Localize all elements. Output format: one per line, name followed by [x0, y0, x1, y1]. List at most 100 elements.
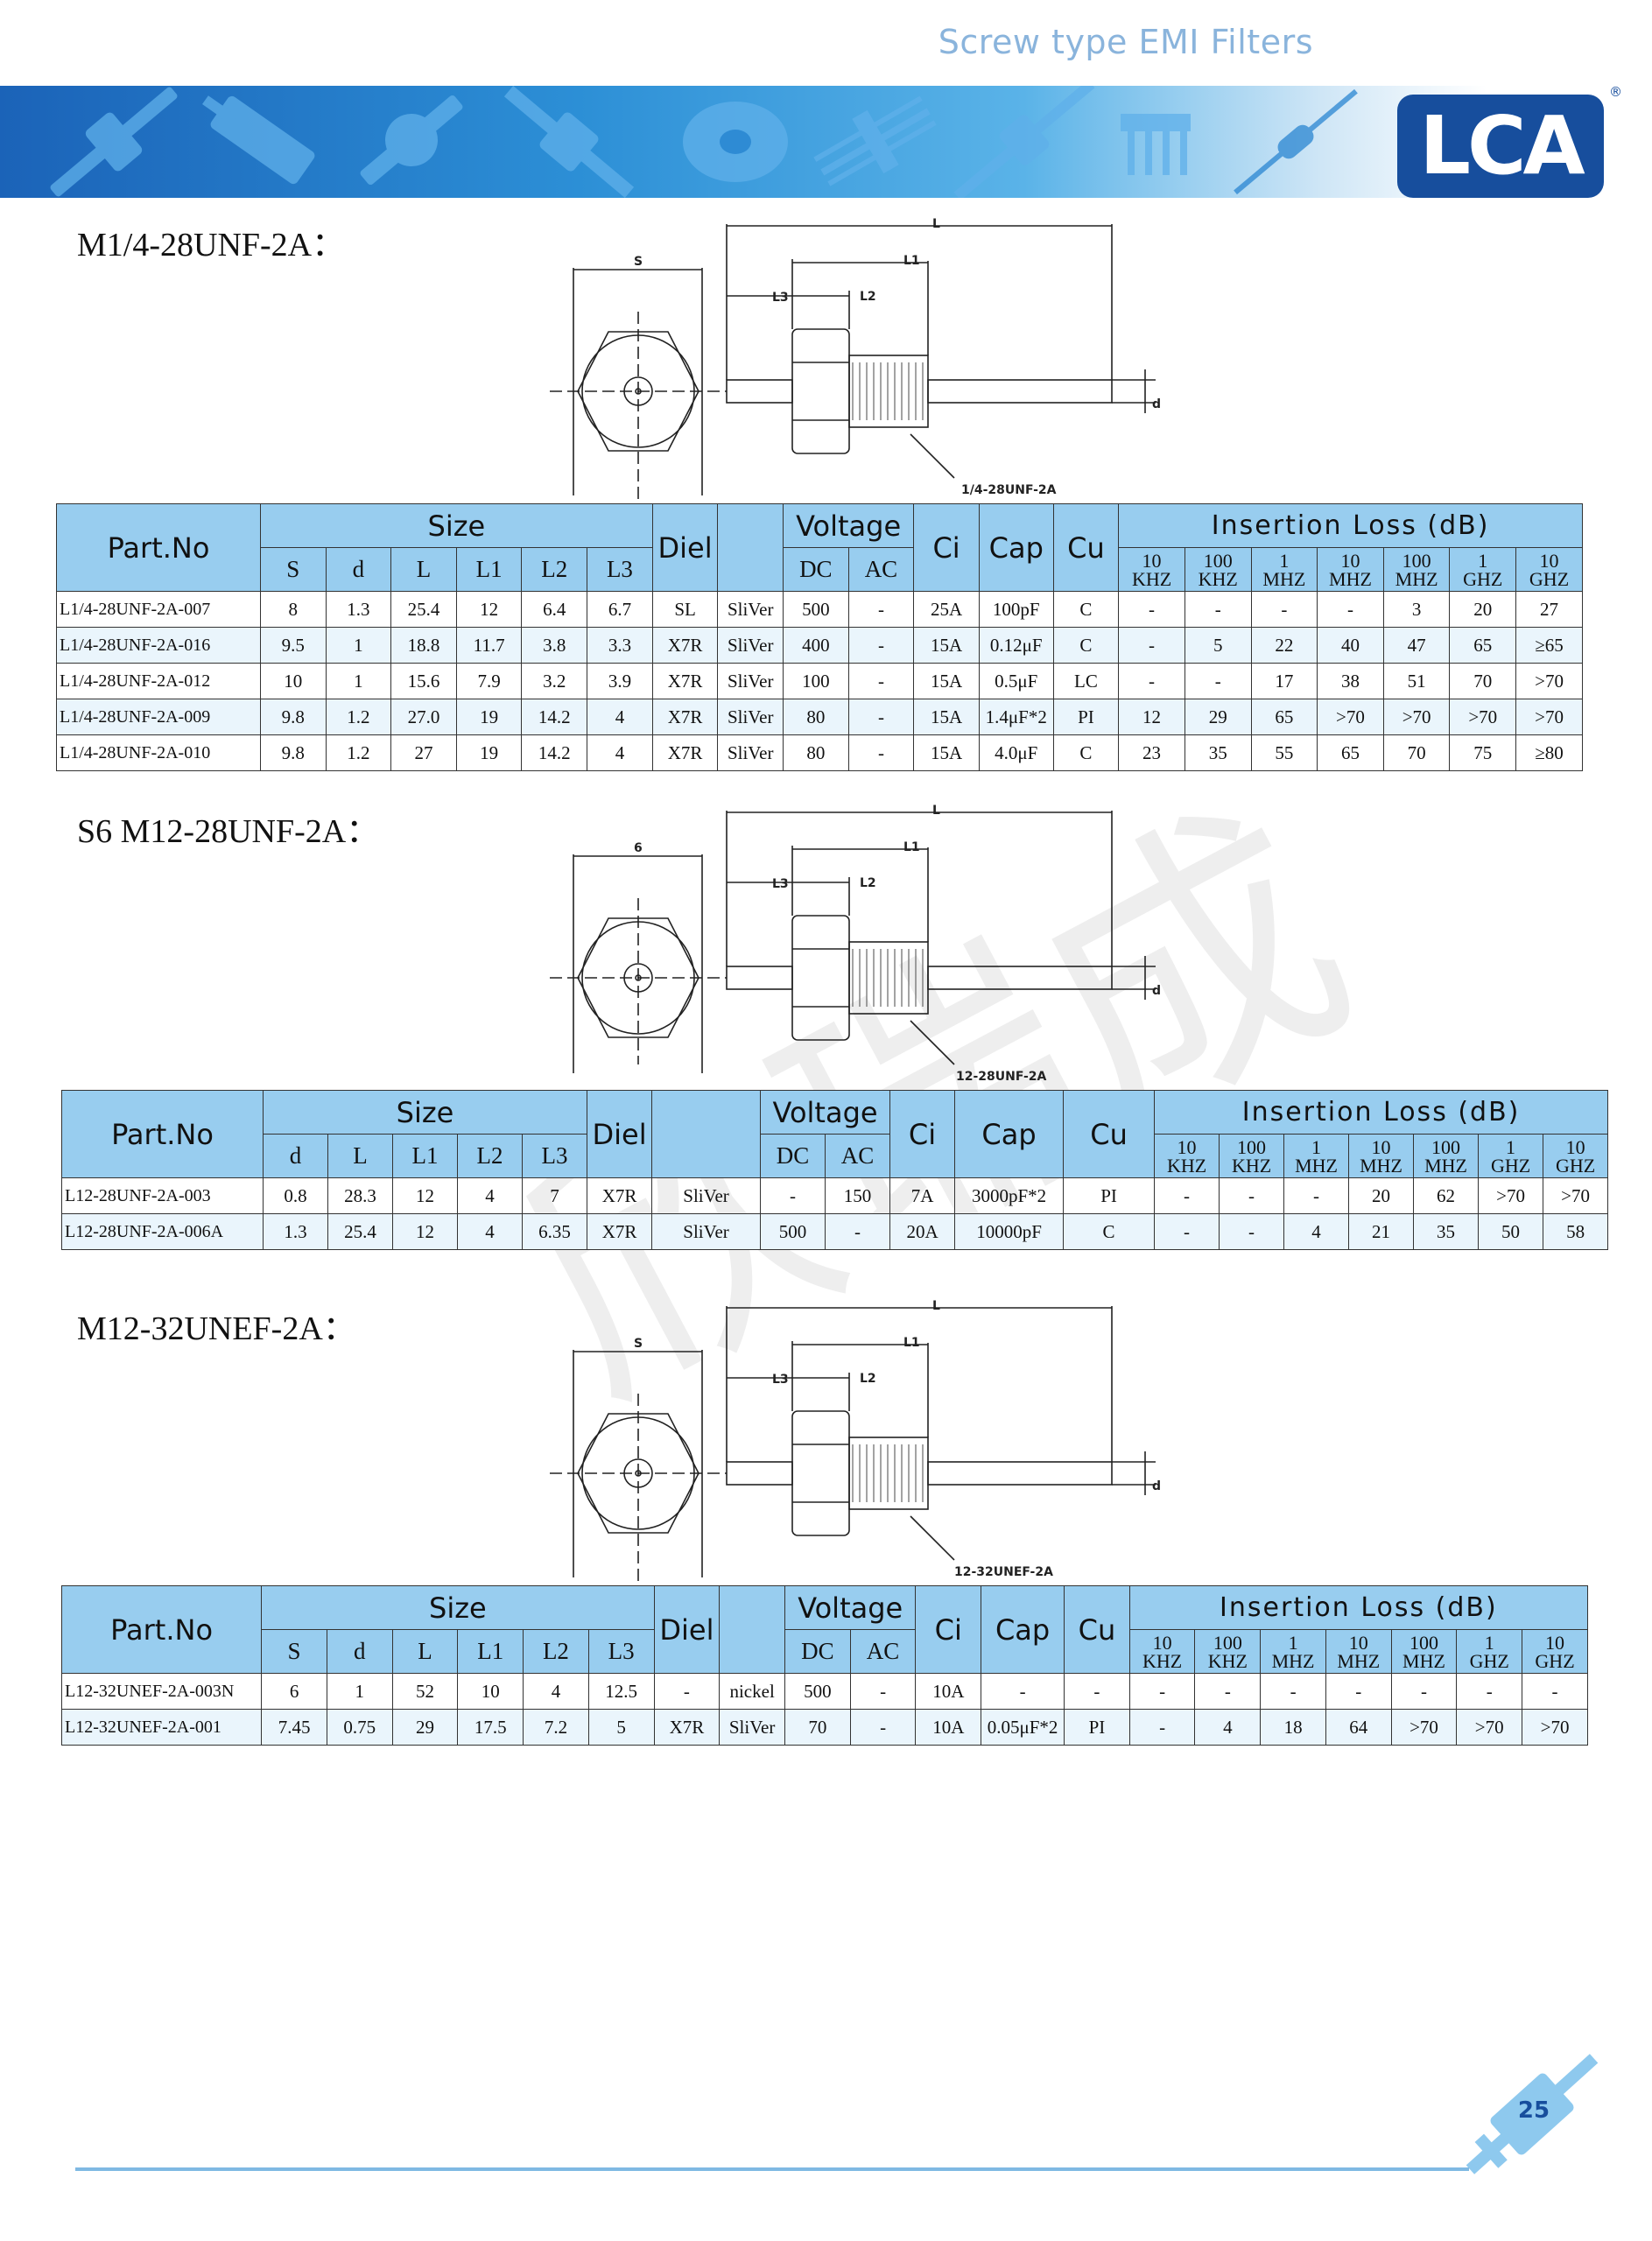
header-title: Screw type EMI Filters	[938, 23, 1313, 61]
header-size: Size	[262, 1090, 588, 1135]
dim-label-l2: L2	[860, 1372, 876, 1386]
table-cell: ≥65	[1515, 627, 1583, 664]
il-value: 1	[1506, 1135, 1516, 1158]
table-cell: C	[1052, 734, 1120, 771]
table-cell: 4.0μF	[978, 734, 1054, 771]
table-cell: 5	[1184, 627, 1252, 664]
footer-filter-icon	[1466, 2054, 1599, 2174]
il-value: 100	[1409, 1631, 1438, 1654]
table-cell: 70	[1382, 734, 1451, 771]
table-cell: 10	[457, 1673, 524, 1710]
table-cell: -	[1184, 591, 1252, 628]
table-cell: 18	[1260, 1709, 1326, 1746]
header-ci: Ci	[889, 1090, 956, 1178]
table-cell: SliVer	[717, 591, 784, 628]
part-number-cell: L12-28UNF-2A-006A	[61, 1213, 264, 1250]
table-cell: -	[760, 1177, 826, 1214]
il-unit: MHZ	[1337, 1649, 1381, 1672]
table-cell: SliVer	[717, 699, 784, 735]
table-cell: SliVer	[717, 734, 784, 771]
il-unit: MHZ	[1329, 567, 1372, 590]
header-part-no: Part.No	[61, 1090, 264, 1178]
header-part-no: Part.No	[60, 1585, 263, 1674]
table-cell: 11.7	[455, 627, 523, 664]
table-cell: SliVer	[719, 1709, 785, 1746]
table-cell: >70	[1449, 699, 1517, 735]
part-number-cell: L12-32UNEF-2A-003N	[60, 1673, 263, 1710]
header-dc: DC	[783, 547, 849, 592]
il-value: 10	[1177, 1135, 1197, 1158]
table-cell: 65	[1317, 734, 1384, 771]
page-number: 25	[1517, 2097, 1550, 2124]
table-cell: -	[1154, 1213, 1220, 1250]
table-cell: 58	[1543, 1213, 1609, 1250]
table-cell: 150	[825, 1177, 891, 1214]
table-cell: 75	[1449, 734, 1517, 771]
table-cell: 6.35	[521, 1213, 588, 1250]
dim-label-l: L	[932, 804, 940, 818]
part-number-cell: L12-28UNF-2A-003	[61, 1177, 264, 1214]
product-banner	[0, 86, 1652, 198]
table-cell: -	[1317, 591, 1384, 628]
il-value: 1	[1279, 549, 1290, 572]
table-cell: -	[849, 1709, 917, 1746]
il-value: 10	[1152, 1631, 1172, 1654]
table-cell: 1	[325, 627, 392, 664]
header-size-col: S	[261, 1629, 327, 1674]
table-cell: C	[1052, 591, 1120, 628]
table-cell: 27	[1515, 591, 1583, 628]
table-cell: 20	[1348, 1177, 1415, 1214]
header-voltage: Voltage	[760, 1090, 891, 1135]
table-cell: -	[981, 1673, 1065, 1710]
header-size-col: d	[325, 547, 392, 592]
il-value: 10	[1545, 1631, 1565, 1654]
table-cell: 1.3	[263, 1213, 328, 1250]
il-value: 100	[1213, 1631, 1242, 1654]
dim-label-d: d	[1152, 1479, 1161, 1493]
table-cell: ≥80	[1515, 734, 1583, 771]
table-cell: 28.3	[327, 1177, 393, 1214]
table-cell: -	[1260, 1673, 1326, 1710]
il-unit: KHZ	[1198, 567, 1238, 590]
table-cell: 70	[1449, 663, 1517, 699]
dimension-drawing-1: S L L1 L3 L2 d 1/4-28UNF-2A	[550, 217, 1161, 500]
header-size-col: L1	[455, 547, 523, 592]
table-cell: X7R	[651, 663, 719, 699]
table-cell: 17	[1250, 663, 1318, 699]
table-cell: 500	[783, 591, 849, 628]
header-size-col: d	[326, 1629, 393, 1674]
table-cell: 10000pF	[954, 1213, 1065, 1250]
table-cell: X7R	[651, 627, 719, 664]
header-size-col: L2	[521, 547, 588, 592]
table-cell: 7	[521, 1177, 588, 1214]
header-electrode	[717, 503, 784, 592]
table-cell: -	[1118, 663, 1185, 699]
table-cell: 55	[1250, 734, 1318, 771]
table-cell: 9.5	[259, 627, 327, 664]
header-size-col: L	[327, 1134, 393, 1178]
table-cell: 15A	[913, 627, 980, 664]
table-cell: -	[1064, 1673, 1130, 1710]
table-cell: >70	[1478, 1177, 1544, 1214]
header-cap: Cap	[954, 1090, 1065, 1178]
part-number-cell: L1/4-28UNF-2A-009	[56, 699, 261, 735]
table-cell: -	[1154, 1177, 1220, 1214]
registered-mark: ®	[1609, 84, 1622, 100]
table-cell: 500	[760, 1213, 826, 1250]
table-cell: X7R	[651, 734, 719, 771]
header-ac: AC	[847, 547, 915, 592]
